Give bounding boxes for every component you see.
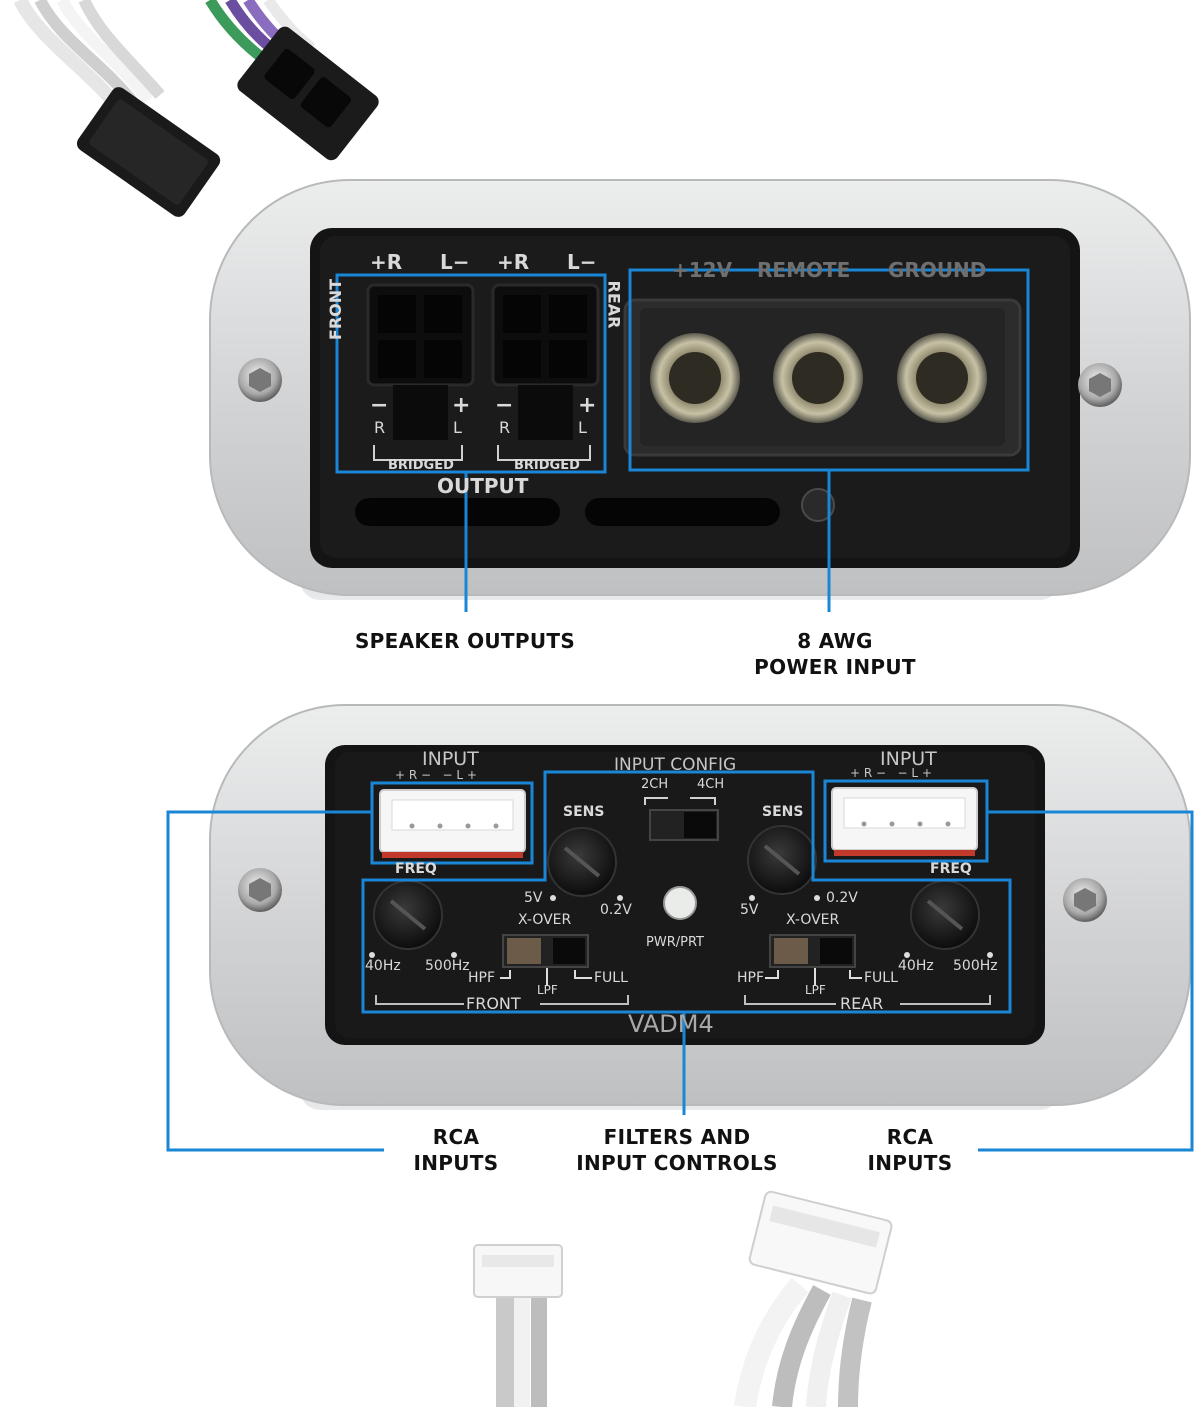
input-wire-harness	[473, 1190, 893, 1407]
label-l-minus-front: L−	[440, 250, 470, 274]
label-plus-front: +	[452, 393, 471, 418]
callout-rca-inputs-right: RCA INPUTS	[850, 1124, 970, 1176]
label-front-vertical: FRONT	[326, 278, 346, 341]
label-sens-right: SENS	[762, 804, 804, 820]
label-pwr-prt: PWR/PRT	[646, 935, 704, 950]
amplifier-control-panel-view	[166, 704, 1194, 1152]
label-r-front: R	[374, 418, 386, 437]
callout-rca-left-line1: RCA	[432, 1125, 480, 1149]
label-bridged-rear: BRIDGED	[514, 458, 580, 473]
label-40hz-left: 40Hz	[365, 958, 401, 974]
label-plus-12v: +12V	[672, 258, 733, 282]
label-plus-r-rear: +R	[497, 250, 530, 274]
xover-switch-front	[502, 934, 589, 968]
callout-rca-left-line2: INPUTS	[413, 1151, 499, 1175]
label-sens-left: SENS	[563, 804, 605, 820]
label-5v-right: 5V	[740, 902, 759, 918]
label-4ch: 4CH	[697, 777, 725, 792]
label-hpf-right: HPF	[737, 970, 765, 986]
label-minus-rear: −	[495, 393, 514, 418]
label-2ch: 2CH	[641, 777, 669, 792]
input-socket-right	[831, 787, 978, 856]
xover-switch-rear	[769, 934, 856, 968]
label-full-left: FULL	[594, 970, 628, 986]
label-input-left: INPUT	[422, 748, 479, 770]
label-plus-r-front: +R	[370, 250, 403, 274]
power-terminal-block	[623, 298, 1022, 457]
callout-filters-input-controls: FILTERS AND INPUT CONTROLS	[562, 1124, 792, 1176]
label-5v-left: 5V	[524, 890, 543, 906]
label-input-left-pins: + R − − L +	[395, 768, 477, 782]
callout-filters-line1: FILTERS AND	[603, 1125, 751, 1149]
label-input-right-pins: + R − − L +	[850, 766, 932, 780]
label-remote: REMOTE	[757, 258, 851, 282]
label-ground: GROUND	[888, 258, 987, 282]
label-full-right: FULL	[864, 970, 898, 986]
speaker-wire-harness	[13, 0, 379, 217]
label-minus-front: −	[370, 393, 389, 418]
filters-controls-highlight	[361, 770, 1012, 1014]
label-lpf-left: LPF	[537, 983, 558, 997]
label-freq-right: FREQ	[930, 861, 972, 877]
input-socket-left	[379, 789, 526, 858]
callout-filters-line2: INPUT CONTROLS	[576, 1151, 778, 1175]
speaker-output-connector-front	[366, 283, 475, 440]
label-rear: REAR	[840, 994, 884, 1013]
label-r-rear: R	[499, 418, 511, 437]
callout-rca-right-line1: RCA	[886, 1125, 934, 1149]
label-02v-right: 0.2V	[826, 890, 858, 906]
label-500hz-right: 500Hz	[953, 958, 998, 974]
callout-power-input: 8 AWG POWER INPUT	[735, 628, 935, 680]
label-input-config: INPUT CONFIG	[614, 755, 737, 775]
label-l-front: L	[453, 418, 462, 437]
label-lpf-right: LPF	[805, 983, 826, 997]
label-freq-left: FREQ	[395, 861, 437, 877]
label-xover-left: X-OVER	[518, 912, 572, 928]
label-plus-rear: +	[578, 393, 597, 418]
label-40hz-right: 40Hz	[898, 958, 934, 974]
callout-power-input-line2: POWER INPUT	[754, 655, 916, 679]
callout-rca-right-line2: INPUTS	[867, 1151, 953, 1175]
label-input-right: INPUT	[880, 748, 937, 770]
speaker-outputs-highlight	[335, 273, 607, 474]
label-xover-right: X-OVER	[786, 912, 840, 928]
callout-rca-inputs-left: RCA INPUTS	[396, 1124, 516, 1176]
label-output: OUTPUT	[437, 474, 529, 498]
label-bridged-front: BRIDGED	[388, 458, 454, 473]
label-rear-vertical: REAR	[604, 280, 624, 329]
label-front: FRONT	[466, 994, 521, 1013]
callout-speaker-outputs: SPEAKER OUTPUTS	[340, 628, 590, 654]
label-02v-left: 0.2V	[600, 902, 632, 918]
label-hpf-left: HPF	[468, 970, 496, 986]
callout-power-input-line1: 8 AWG	[797, 629, 873, 653]
label-l-rear: L	[578, 418, 587, 437]
label-l-minus-rear: L−	[567, 250, 597, 274]
rca-input-left-highlight	[370, 781, 534, 865]
amplifier-top-view	[209, 179, 1191, 612]
input-config-switch	[644, 797, 719, 841]
model-name: VADM4	[628, 1010, 714, 1038]
label-500hz-left: 500Hz	[425, 958, 470, 974]
callout-speaker-outputs-text: SPEAKER OUTPUTS	[354, 629, 576, 653]
rca-input-right-highlight	[823, 779, 989, 863]
power-protect-led	[663, 886, 697, 920]
speaker-output-connector-rear	[491, 283, 600, 440]
